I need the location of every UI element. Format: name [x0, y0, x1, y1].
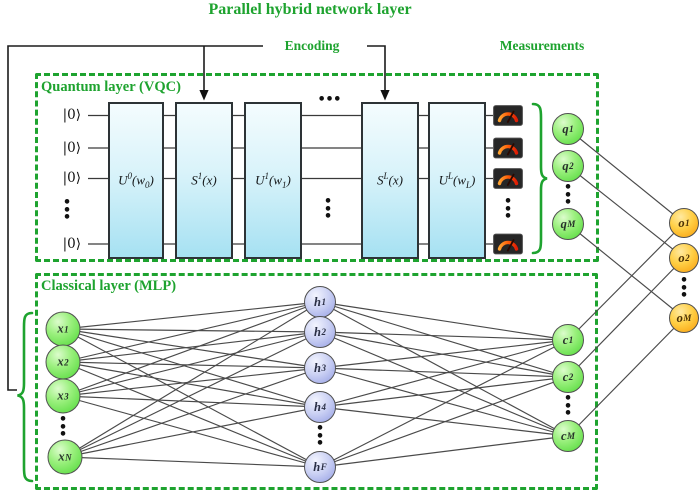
gate-gap-ellipsis: • • •: [317, 92, 342, 108]
gate-s1: S1(x): [175, 102, 233, 259]
encoding-arrowheads: [199, 90, 390, 101]
encoding-label: Encoding: [284, 38, 340, 53]
gate-uL: UL(wL): [428, 102, 486, 259]
h-ellipsis: • • •: [315, 421, 325, 452]
x-ellipsis: • • •: [58, 412, 68, 443]
ket-zero: |0⟩: [62, 236, 81, 252]
diagram-title: Parallel hybrid network layer: [208, 1, 412, 18]
kets-ellipsis: • • •: [62, 195, 72, 226]
ket-zero: |0⟩: [62, 170, 81, 186]
measurements-brace: [531, 102, 548, 255]
quantum-layer-box: [35, 73, 599, 262]
measure-ellipsis: • • •: [503, 194, 513, 225]
gate-sL: SL(x): [361, 102, 419, 259]
measurement-gauges: [493, 105, 523, 255]
ket-zero: |0⟩: [62, 107, 81, 123]
gate-gap-wire-ellipsis: • • •: [323, 194, 333, 225]
measurements-label: Measurements: [499, 38, 585, 53]
c-ellipsis: • • •: [563, 391, 573, 422]
gate-u0: U0(w0): [108, 102, 164, 259]
gate-u1: U1(w1): [244, 102, 302, 259]
quantum-layer-label: Quantum layer (VQC): [41, 79, 181, 95]
q-ellipsis: • • •: [563, 180, 573, 211]
classical-layer-label: Classical layer (MLP): [41, 278, 177, 294]
classical-layer-box: [35, 273, 598, 490]
inputs-brace: [17, 311, 34, 483]
ket-zero: |0⟩: [62, 140, 81, 156]
network-edges: [62, 128, 685, 468]
encoding-bracket: [7, 45, 386, 391]
o-ellipsis: • • •: [679, 273, 689, 304]
